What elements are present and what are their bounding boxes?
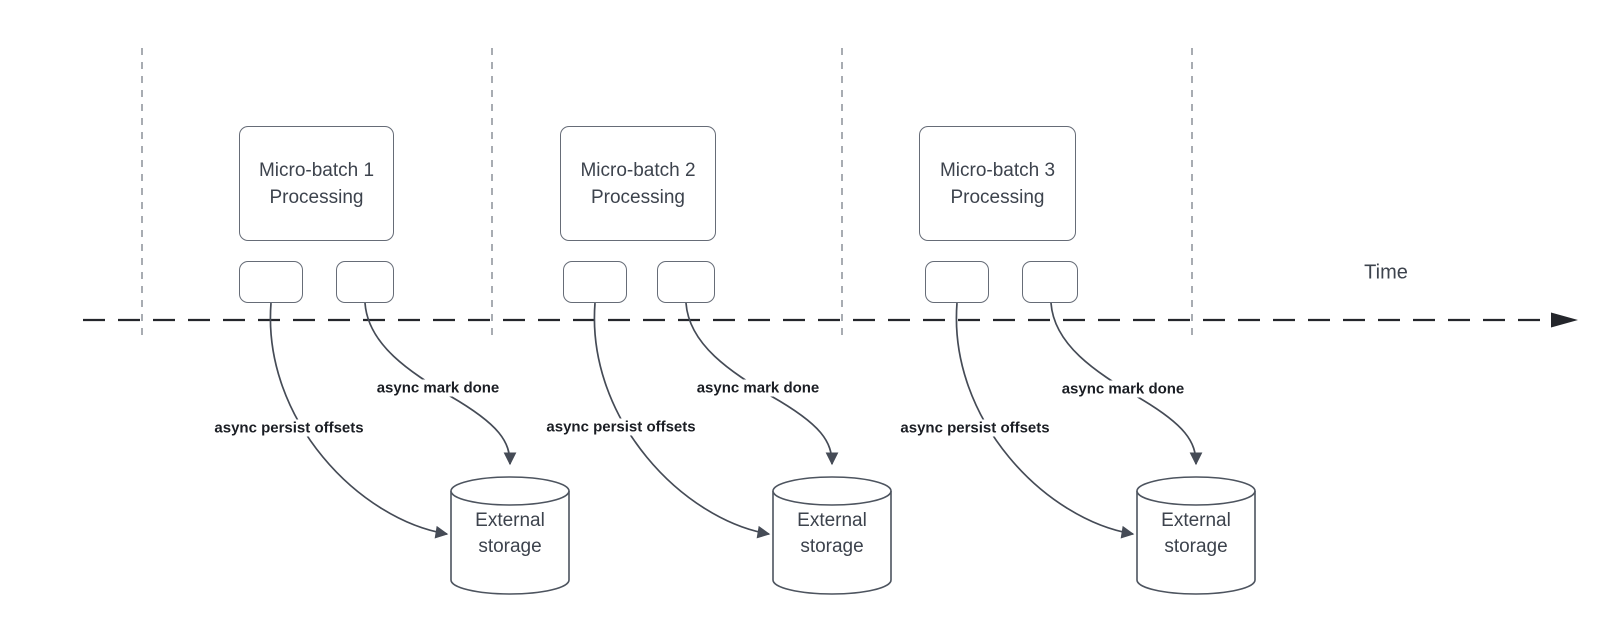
persist-offsets-label-3: async persist offsets [897, 419, 1053, 437]
mark-done-label-1: async mark done [373, 379, 503, 397]
external-storage-label-2: External storage [797, 510, 867, 557]
micro-batch-2-done-task-box [657, 261, 715, 303]
micro-batch-3-done-task-box [1022, 261, 1078, 303]
persist-offsets-connector-2 [593, 302, 771, 539]
micro-batch-2-process-box: Micro-batch 2 Processing [560, 126, 716, 241]
micro-batch-3-process-box: Micro-batch 3 Processing [919, 126, 1076, 241]
persist-offsets-connector-1 [269, 302, 449, 539]
micro-batch-1-offsets-task-box [239, 261, 303, 303]
external-storage-label-1: External storage [475, 510, 545, 557]
micro-batch-3-label: Micro-batch 3 Processing [939, 159, 1056, 208]
micro-batch-2-offsets-task-box [563, 261, 627, 303]
external-storage-cylinder-1 [450, 476, 570, 595]
persist-offsets-connector-3 [955, 302, 1135, 539]
timeline-arrowhead-icon [1551, 312, 1578, 328]
external-storage-label-3: External storage [1161, 510, 1231, 557]
micro-batch-1-done-task-box [336, 261, 394, 303]
mark-done-label-3: async mark done [1058, 380, 1188, 398]
mark-done-label-2: async mark done [693, 379, 823, 397]
micro-batch-2-label: Micro-batch 2 Processing [580, 159, 696, 208]
micro-batch-3-offsets-task-box [925, 261, 989, 303]
persist-offsets-label-2: async persist offsets [543, 418, 699, 436]
micro-batch-1-label: Micro-batch 1 Processing [258, 159, 375, 208]
micro-batch-1-process-box: Micro-batch 1 Processing [239, 126, 394, 241]
persist-offsets-label-1: async persist offsets [211, 419, 367, 437]
external-storage-cylinder-2 [772, 476, 892, 595]
time-axis-label: Time [1364, 261, 1408, 284]
external-storage-cylinder-3 [1136, 476, 1256, 595]
